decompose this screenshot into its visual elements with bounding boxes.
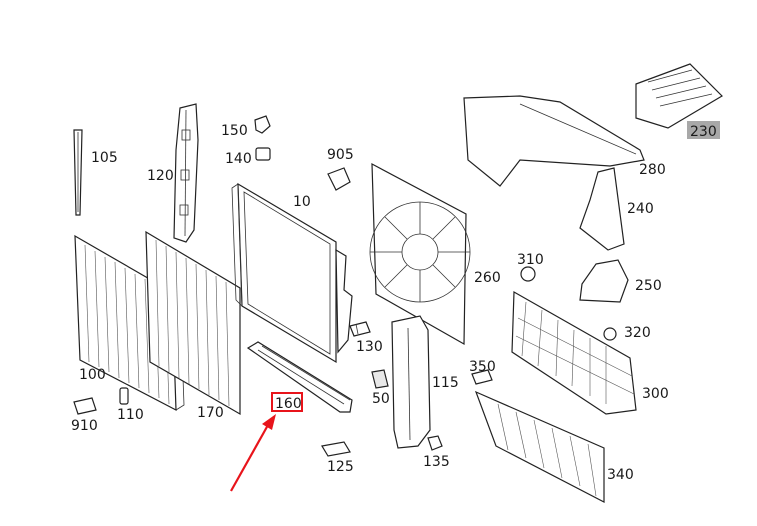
part-230-control-unit[interactable] (635, 63, 723, 129)
part-170-cooler[interactable] (145, 230, 241, 416)
label-230: 230 (690, 124, 717, 140)
label-110: 110 (117, 407, 144, 423)
part-110-bolt[interactable] (119, 387, 129, 405)
label-240: 240 (627, 201, 654, 217)
part-125-clip[interactable] (321, 441, 351, 457)
label-115: 115 (432, 375, 459, 391)
highlight-arrow (230, 414, 276, 492)
label-250: 250 (635, 278, 662, 294)
part-105-rod[interactable] (73, 129, 83, 216)
part-150-clip[interactable] (254, 115, 271, 134)
part-905-bracket[interactable] (327, 167, 351, 191)
label-310: 310 (517, 252, 544, 268)
part-250-lower-duct[interactable] (579, 259, 629, 303)
label-260: 260 (474, 270, 501, 286)
label-320: 320 (624, 325, 651, 341)
label-230-highlight-bg (687, 121, 720, 139)
part-320-fastener[interactable] (603, 327, 617, 341)
label-105: 105 (91, 150, 118, 166)
label-120: 120 (147, 168, 174, 184)
label-130: 130 (356, 339, 383, 355)
label-10: 10 (293, 194, 311, 210)
part-910-bracket[interactable] (73, 397, 97, 415)
part-140-clip[interactable] (255, 147, 271, 161)
label-140: 140 (225, 151, 252, 167)
label-135: 135 (423, 454, 450, 470)
label-160: 160 (275, 396, 302, 412)
part-310-fastener[interactable] (520, 266, 536, 282)
part-340-lower-grille[interactable] (474, 390, 605, 503)
label-125: 125 (327, 459, 354, 475)
label-280: 280 (639, 162, 666, 178)
part-260-fan-shroud[interactable] (369, 162, 471, 346)
label-170: 170 (197, 405, 224, 421)
part-300-grille[interactable] (511, 290, 637, 415)
label-150: 150 (221, 123, 248, 139)
label-350: 350 (469, 359, 496, 375)
part-350-screw[interactable] (471, 369, 493, 385)
part-280-cross-member[interactable] (463, 95, 645, 187)
label-300: 300 (642, 386, 669, 402)
part-240-air-duct[interactable] (579, 167, 625, 251)
label-905: 905 (327, 147, 354, 163)
part-50-sensor[interactable] (371, 369, 389, 389)
label-50: 50 (372, 391, 390, 407)
label-160-highlight-box (271, 392, 303, 412)
part-10-radiator[interactable] (231, 182, 353, 364)
part-120-air-guide[interactable] (173, 103, 199, 243)
part-130-screw[interactable] (349, 321, 371, 337)
label-910: 910 (71, 418, 98, 434)
label-340: 340 (607, 467, 634, 483)
label-100: 100 (79, 367, 106, 383)
part-160-seal-strip[interactable] (246, 341, 353, 413)
part-115-support[interactable] (391, 315, 431, 449)
part-135-grommet[interactable] (427, 435, 443, 451)
